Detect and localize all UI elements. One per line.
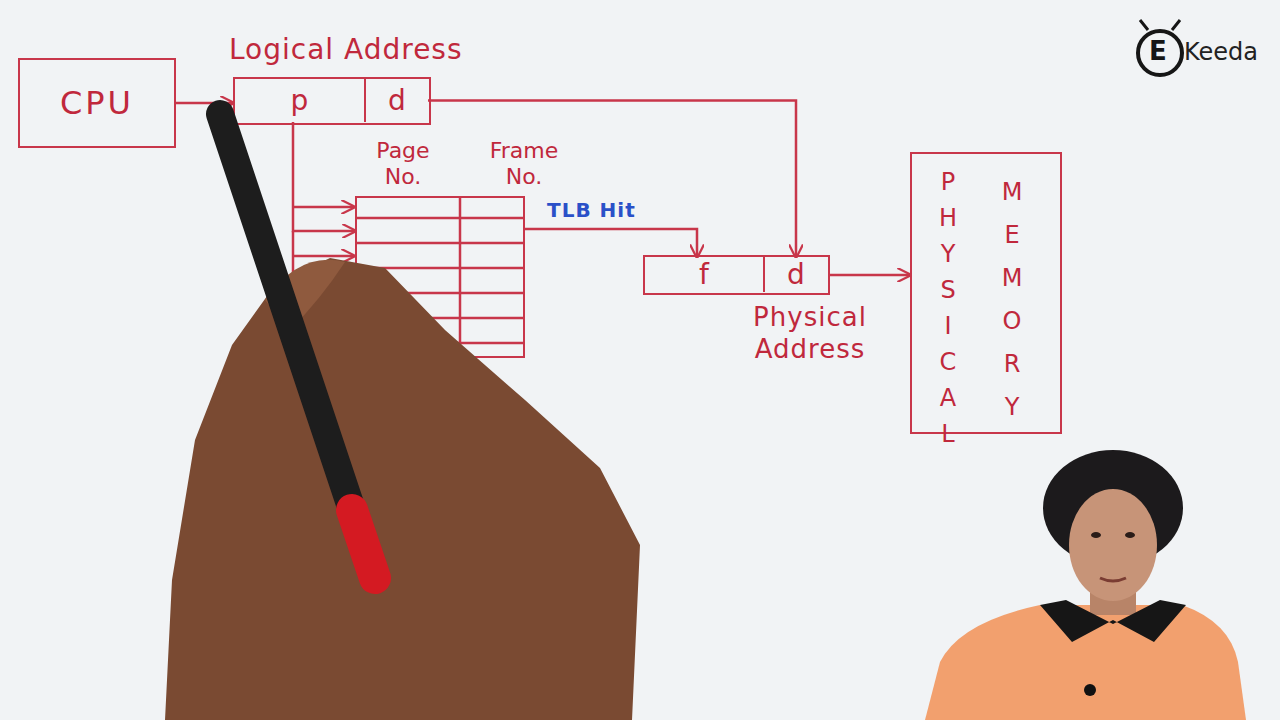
presenter-hand <box>165 114 640 720</box>
branch-wire <box>292 231 295 278</box>
eye <box>1091 532 1101 538</box>
presenter <box>925 450 1246 720</box>
offset-cell: d <box>765 257 827 292</box>
search-branches <box>293 207 354 278</box>
face <box>1069 489 1157 601</box>
frame-number-cell: f <box>645 257 765 292</box>
microphone <box>1084 684 1096 696</box>
heading: Physical Address <box>721 301 899 365</box>
physical-address-box: fdPhysical Address <box>643 255 830 295</box>
tlb-rows <box>355 196 525 358</box>
logo-mark <box>1138 20 1182 75</box>
row-line <box>355 292 525 295</box>
tlb-table: Page No.Frame No. <box>355 196 525 358</box>
logo-circle <box>1138 31 1182 75</box>
edge-label: TLB Hit <box>547 198 636 222</box>
cell-label: f <box>645 257 763 292</box>
logo-antenna <box>1140 20 1180 30</box>
offset-arrow <box>428 101 796 258</box>
branch-arrow <box>293 206 354 209</box>
column-divider <box>459 196 462 358</box>
eye <box>1125 532 1135 538</box>
page-number-cell: p <box>235 79 366 122</box>
node-label: CPU <box>20 60 174 146</box>
neck <box>1090 585 1136 615</box>
marker-body <box>220 114 352 510</box>
memory-access-arrow <box>830 274 910 277</box>
address-arrow <box>176 102 233 105</box>
row-line <box>355 217 525 220</box>
tlb-hit-arrow <box>525 229 697 257</box>
shirt <box>925 605 1246 720</box>
logical-address-box: pdLogical Address <box>233 77 431 125</box>
mouth <box>1100 578 1126 581</box>
physical-memory-box: PHYSICALMEMORY <box>910 152 1062 434</box>
page-lookup-arrow <box>293 122 355 231</box>
hand <box>165 258 640 720</box>
branch-arrow <box>293 255 354 258</box>
heading: Logical Address <box>229 33 463 66</box>
offset-cell: d <box>366 79 428 122</box>
finger <box>265 260 345 330</box>
marker-cap <box>352 510 375 578</box>
logo-letter: E <box>1149 36 1167 66</box>
cell-label: d <box>366 79 428 122</box>
column-heading: Page No. <box>360 138 446 190</box>
cell-label: d <box>765 257 827 292</box>
vertical-label: MEMORY <box>998 178 1026 436</box>
cell-label: p <box>235 79 364 122</box>
logo-text: Keeda <box>1184 38 1258 66</box>
row-line <box>355 267 525 270</box>
hair <box>1043 450 1183 566</box>
row-line <box>355 317 525 320</box>
vertical-label: PHYSICAL <box>934 168 962 456</box>
row-line <box>355 342 525 345</box>
cpu-box: CPU <box>18 58 176 148</box>
collar <box>1040 600 1186 642</box>
column-heading: Frame No. <box>472 138 576 190</box>
row-line <box>355 242 525 245</box>
